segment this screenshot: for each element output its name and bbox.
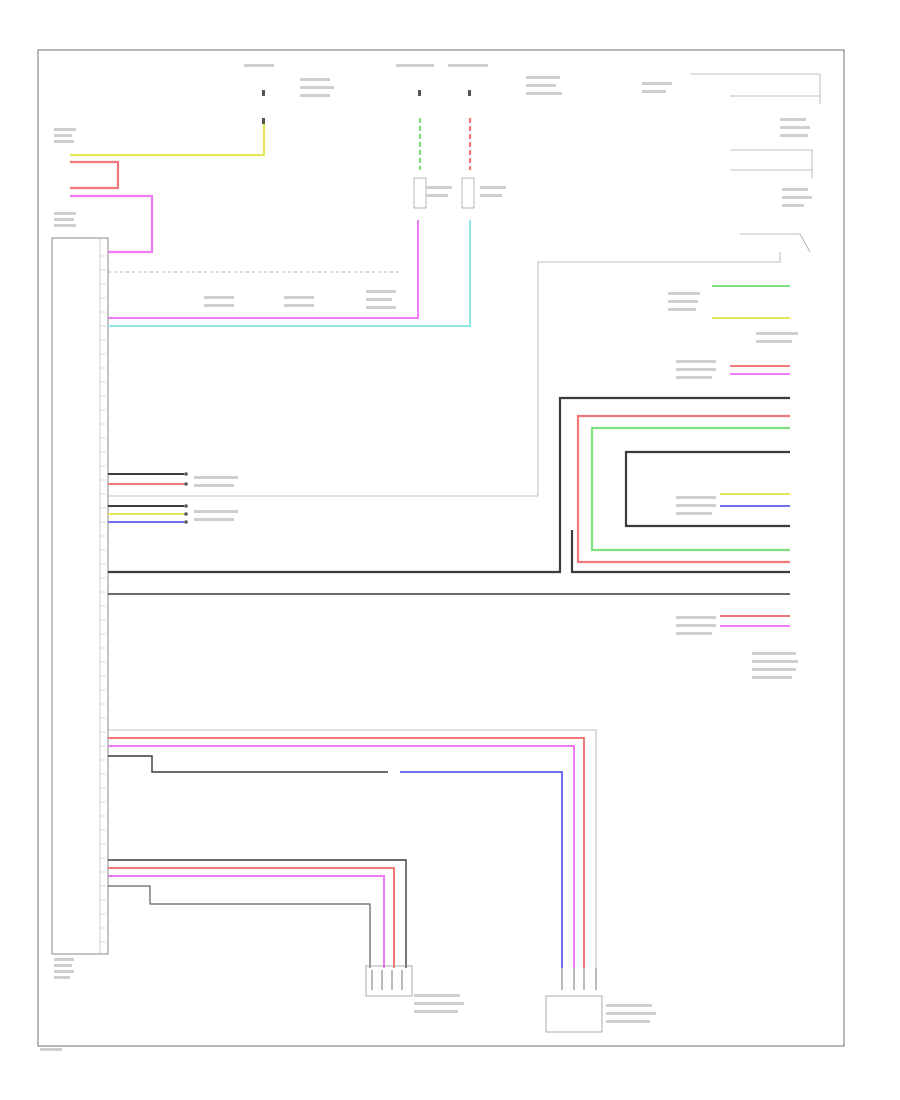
ecu-pin-ticks	[100, 255, 106, 943]
right-connector-stubs-1	[730, 365, 790, 375]
red-feed-wire	[70, 160, 120, 190]
left-switch-connectors	[184, 472, 188, 524]
bottom-connector-pins	[371, 968, 597, 990]
black-wire-lc1	[108, 755, 388, 773]
diagram-frame	[37, 49, 845, 1047]
speaker-connector-right	[545, 995, 603, 1033]
main-control-unit	[51, 237, 109, 955]
speaker-connector-left	[365, 965, 413, 997]
black-wire-lc2b	[108, 885, 371, 968]
black-bus-wire-1	[108, 396, 790, 574]
left-signal-wires	[108, 473, 184, 523]
right-connector-stubs-2	[720, 493, 790, 627]
junction-connectors-top	[413, 177, 475, 209]
right-bus-wires	[108, 396, 790, 574]
top-right-switches	[537, 73, 821, 496]
illegible-label-marks	[40, 64, 812, 1051]
black-wire-lc2	[108, 859, 407, 968]
cyan-signal-wire	[108, 220, 471, 327]
pink-signal-wire	[108, 220, 419, 319]
black-bus-wire-2	[624, 450, 790, 528]
yellow-feed-wire	[70, 122, 266, 157]
fuse-connectors-top	[262, 90, 471, 124]
lower-circuit-1	[108, 729, 597, 968]
fuse-drop-wires	[418, 118, 472, 170]
blue-wire-lc1	[400, 771, 563, 968]
pink-wire-lc1	[108, 745, 575, 968]
black-bus-wire-3	[570, 530, 790, 574]
lower-circuit-2	[108, 859, 407, 968]
gray-wire-lc1	[108, 729, 597, 968]
pink-feed-wire	[70, 194, 154, 254]
pink-wire-lc2	[108, 875, 385, 968]
red-wire-lc1	[108, 737, 585, 968]
green-bus-wire	[590, 426, 790, 552]
bottom-connectors	[365, 965, 603, 1033]
power-feed-wires	[70, 122, 266, 254]
red-bus-wire	[576, 414, 790, 564]
red-wire-lc2	[108, 867, 395, 968]
